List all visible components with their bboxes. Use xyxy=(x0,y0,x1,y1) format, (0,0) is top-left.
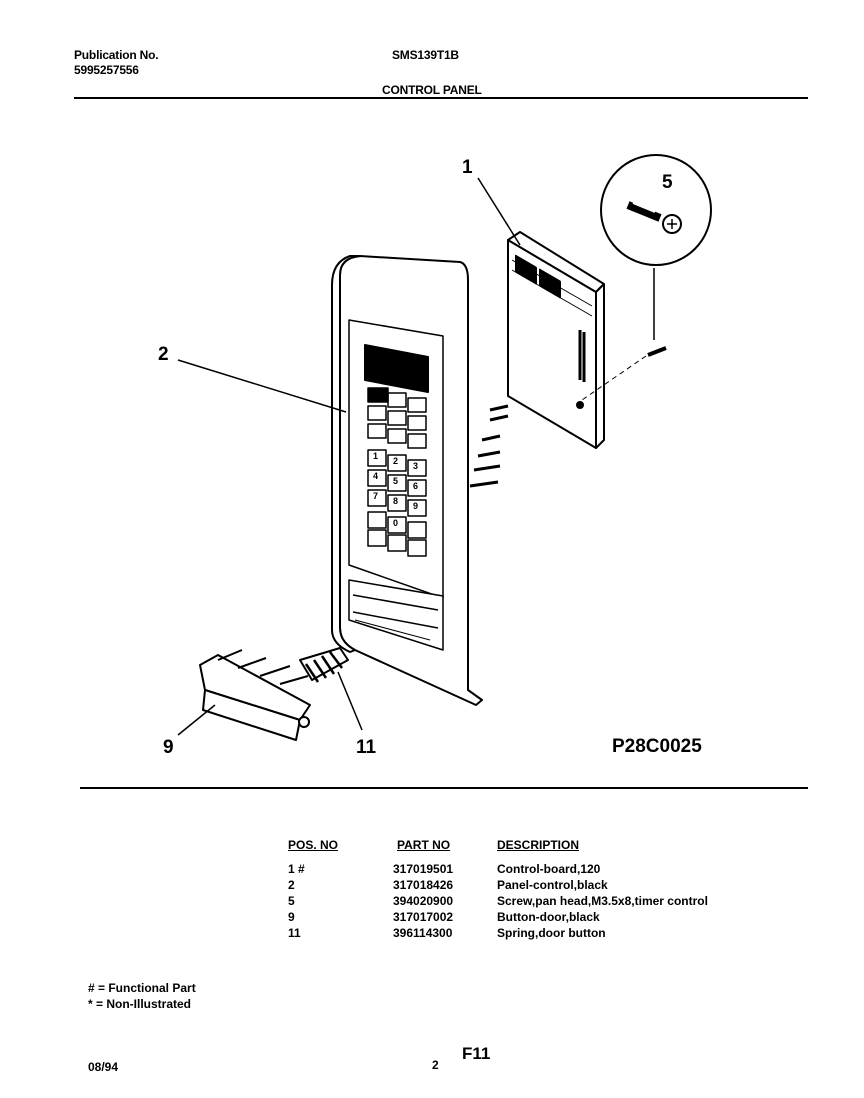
screw-inset-drawing xyxy=(581,154,712,401)
door-spring-drawing xyxy=(299,647,363,731)
keypad-digit-3: 3 xyxy=(413,461,419,471)
row-desc: Button-door,black xyxy=(497,910,600,924)
row-part: 317017002 xyxy=(393,910,454,924)
row-pos: 1 # xyxy=(288,862,305,876)
row-part: 394020900 xyxy=(393,894,454,908)
callout-9: 9 xyxy=(163,737,174,758)
header-rule xyxy=(74,97,808,99)
legend-non-illustrated: * = Non-Illustrated xyxy=(88,997,192,1011)
row-part: 317018426 xyxy=(393,878,454,892)
keypad-keys xyxy=(367,387,427,557)
keypad-digit-0: 0 xyxy=(393,518,399,528)
keypad-digit-8: 8 xyxy=(393,496,399,506)
figure-code: P28C0025 xyxy=(612,736,702,757)
keypad-digit-2: 2 xyxy=(393,456,399,466)
col-header-part-no: PART NO xyxy=(397,838,451,852)
row-pos: 11 xyxy=(288,926,301,940)
callout-11: 11 xyxy=(356,737,377,758)
legend-functional: # = Functional Part xyxy=(88,981,196,995)
section-divider xyxy=(80,787,808,789)
row-pos: 9 xyxy=(288,910,295,924)
keypad-digit-5: 5 xyxy=(393,476,399,486)
footer-date: 08/94 xyxy=(88,1060,119,1074)
callout-1: 1 xyxy=(462,157,473,178)
callout-2: 2 xyxy=(158,344,169,365)
control-panel-drawing xyxy=(331,255,483,706)
row-part: 396114300 xyxy=(393,926,453,940)
keypad-digit-7: 7 xyxy=(373,491,379,501)
col-header-description: DESCRIPTION xyxy=(497,838,580,852)
footer-page-number: 2 xyxy=(432,1058,439,1072)
keypad-digit-1: 1 xyxy=(373,451,379,461)
row-desc: Control-board,120 xyxy=(497,862,601,876)
footer-page-code: F11 xyxy=(462,1044,491,1063)
callout-5: 5 xyxy=(662,172,673,193)
door-button-drawing xyxy=(177,649,311,741)
row-desc: Screw,pan head,M3.5x8,timer control xyxy=(497,894,708,908)
keypad-digit-6: 6 xyxy=(413,481,419,491)
publication-label: Publication No. xyxy=(74,48,159,62)
section-title: CONTROL PANEL xyxy=(382,83,482,97)
col-header-pos-no: POS. NO xyxy=(288,838,339,852)
row-part: 317019501 xyxy=(393,862,454,876)
row-pos: 2 xyxy=(288,878,295,892)
model-number: SMS139T1B xyxy=(392,48,459,62)
row-desc: Spring,door button xyxy=(497,926,606,940)
keypad-digit-9: 9 xyxy=(413,501,419,511)
row-pos: 5 xyxy=(288,894,295,908)
control-board-drawing xyxy=(469,231,605,488)
row-desc: Panel-control,black xyxy=(497,878,608,892)
keypad-digit-4: 4 xyxy=(373,471,379,481)
publication-number: 5995257556 xyxy=(74,63,139,77)
